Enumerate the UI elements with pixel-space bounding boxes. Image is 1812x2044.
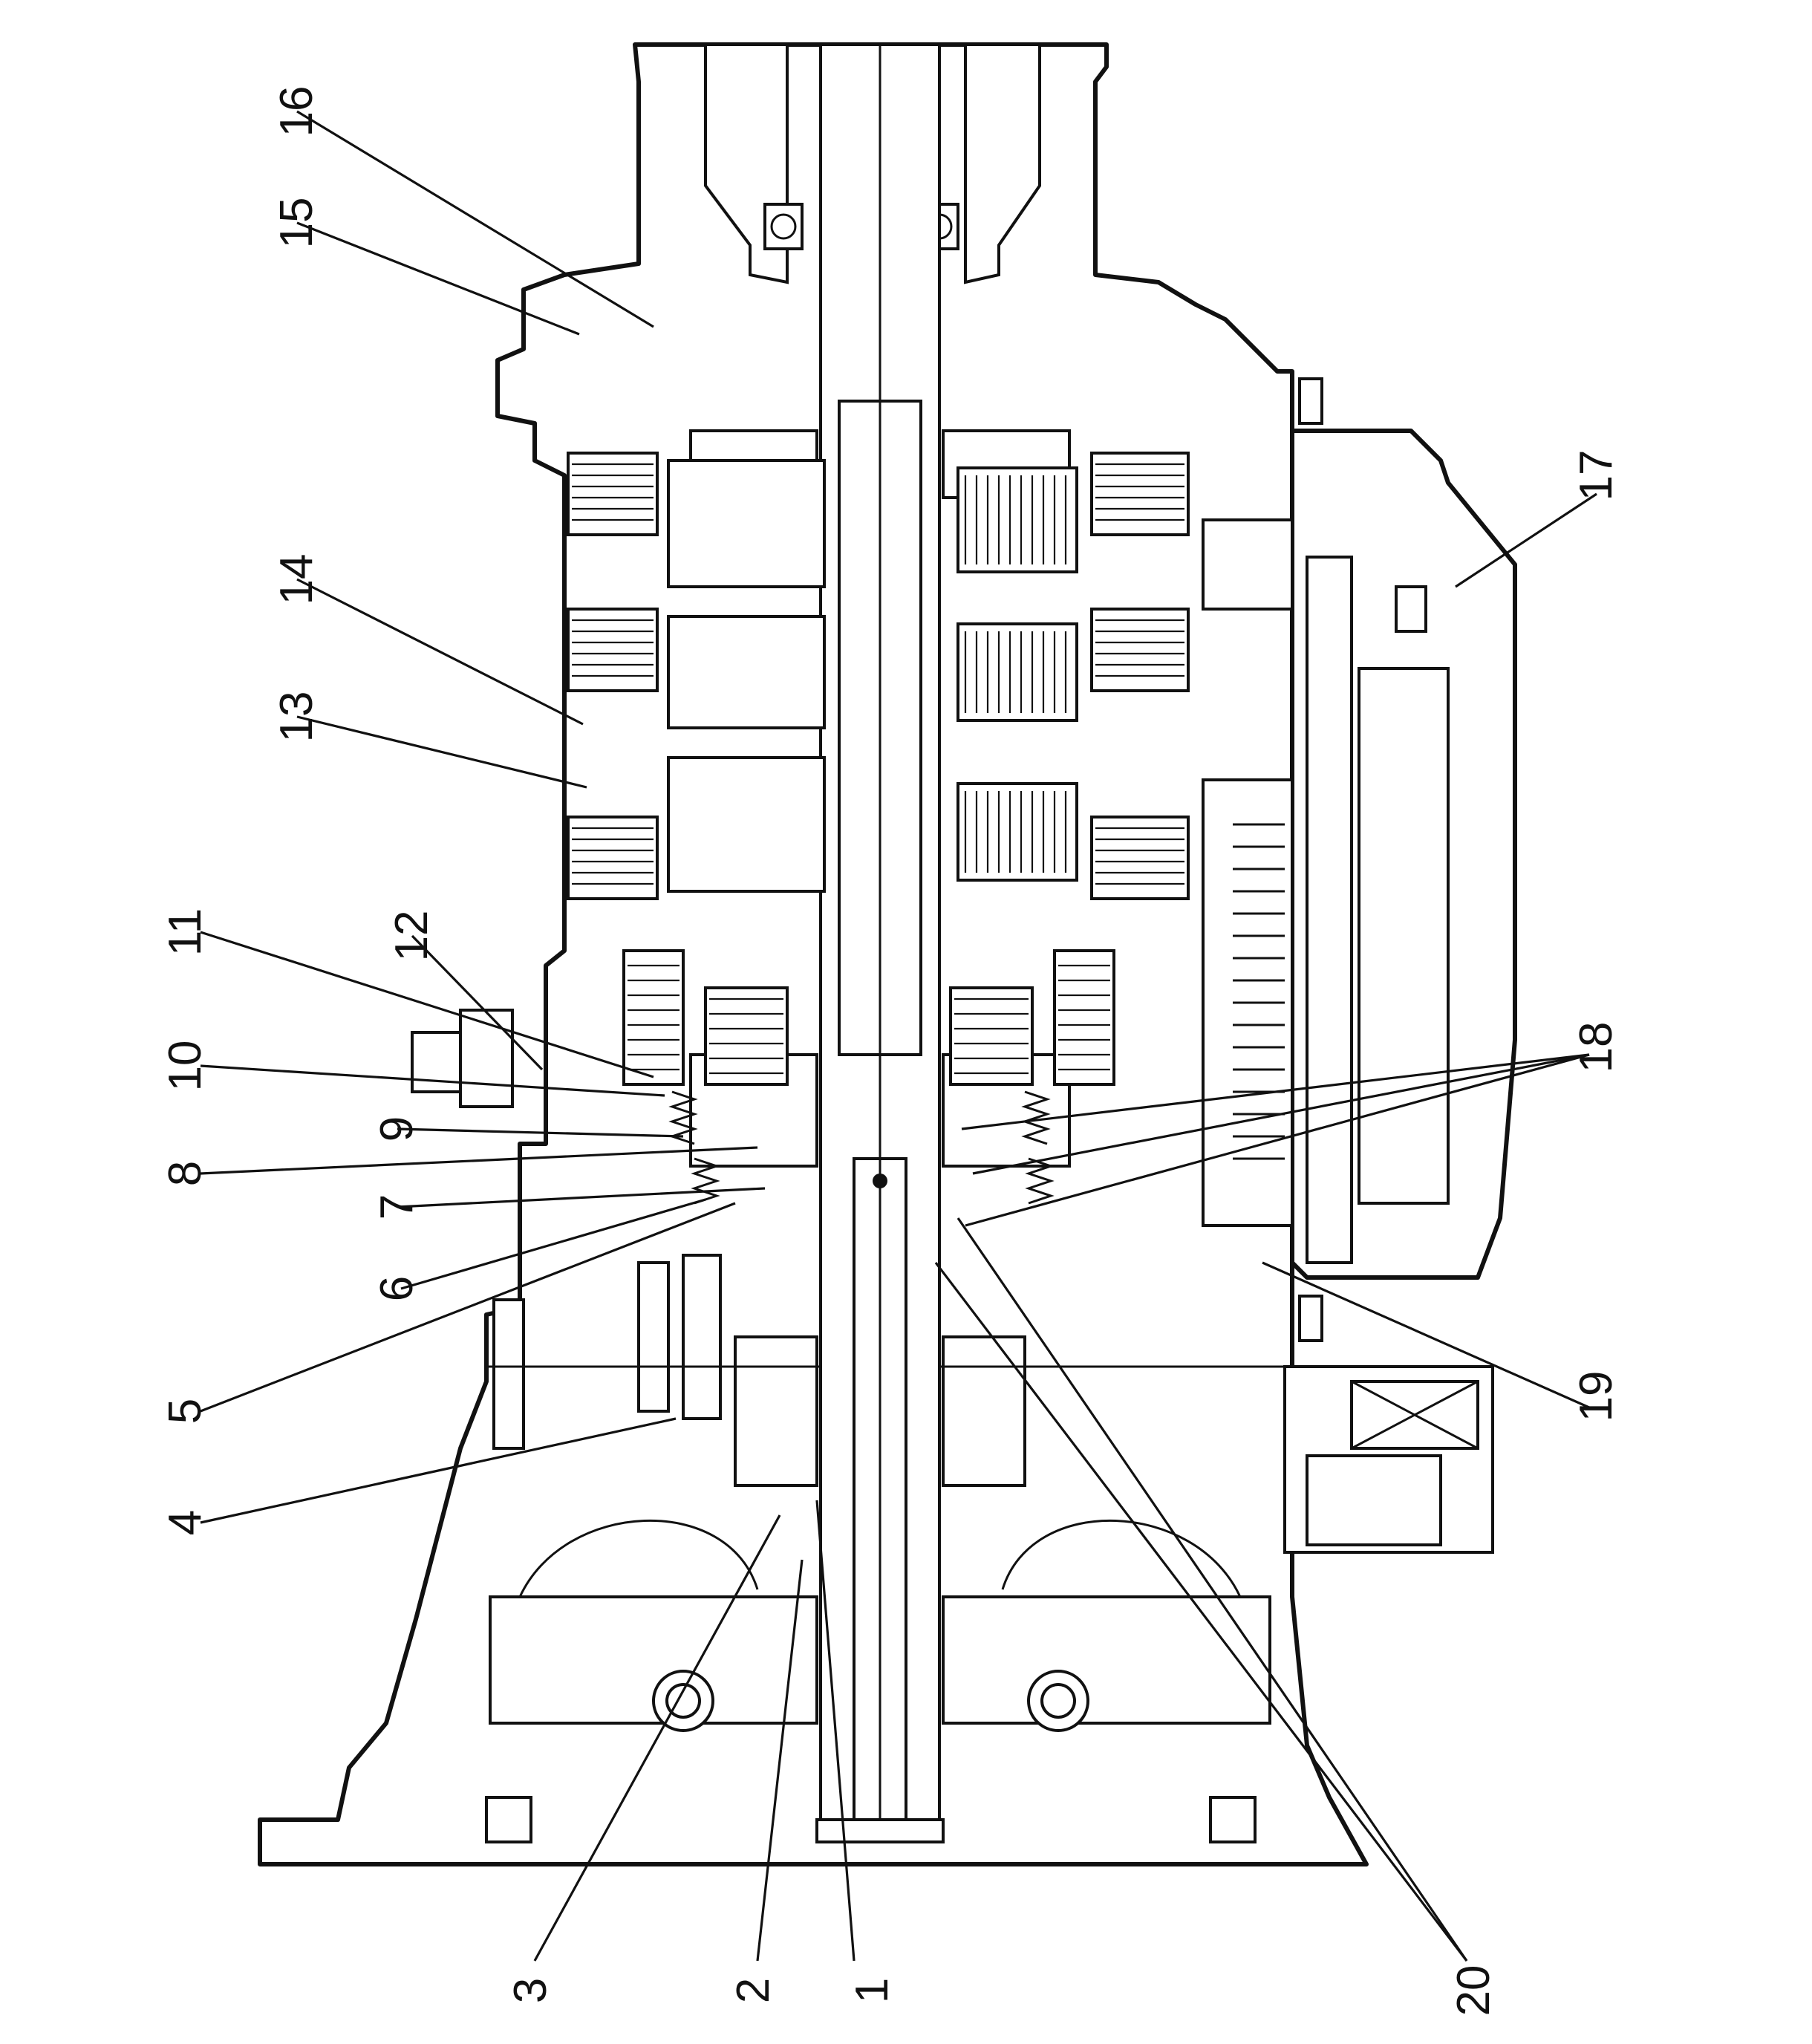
callout-14: 14 [271, 554, 322, 605]
callout-5: 5 [160, 1399, 211, 1424]
housing-bolts [486, 1254, 1292, 1450]
callout-18: 18 [1571, 1022, 1622, 1073]
planetary-gearsets [667, 459, 1078, 893]
callout-12: 12 [386, 911, 437, 962]
callout-9: 9 [371, 1116, 423, 1142]
callout-leaders [200, 110, 1597, 1962]
callout-16: 16 [271, 86, 322, 137]
callout-1: 1 [847, 1978, 898, 2003]
callout-6: 6 [371, 1276, 423, 1301]
main-shaft [819, 43, 941, 1843]
callout-3: 3 [505, 1978, 556, 2003]
callout-19: 19 [1571, 1371, 1622, 1422]
callout-13: 13 [271, 691, 322, 743]
valve-body-and-oil-pan [1202, 377, 1517, 1342]
callout-labels: 1 2 3 4 5 6 7 8 9 10 11 12 13 14 15 16 1… [160, 86, 1622, 2017]
callout-10: 10 [160, 1041, 211, 1092]
callout-7: 7 [371, 1194, 423, 1220]
callout-11: 11 [160, 908, 211, 956]
callout-17: 17 [1571, 450, 1622, 501]
callout-15: 15 [271, 198, 322, 249]
clutch-packs [567, 452, 1190, 1086]
callout-20: 20 [1448, 1965, 1499, 2017]
speed-sensor [411, 1009, 514, 1108]
callout-2: 2 [728, 1978, 779, 2003]
callout-8: 8 [160, 1161, 211, 1186]
callout-4: 4 [160, 1510, 211, 1535]
torque-converter [485, 1519, 1271, 1843]
solenoid-connector [1283, 1365, 1494, 1554]
shaft-center-mark [873, 1174, 887, 1188]
